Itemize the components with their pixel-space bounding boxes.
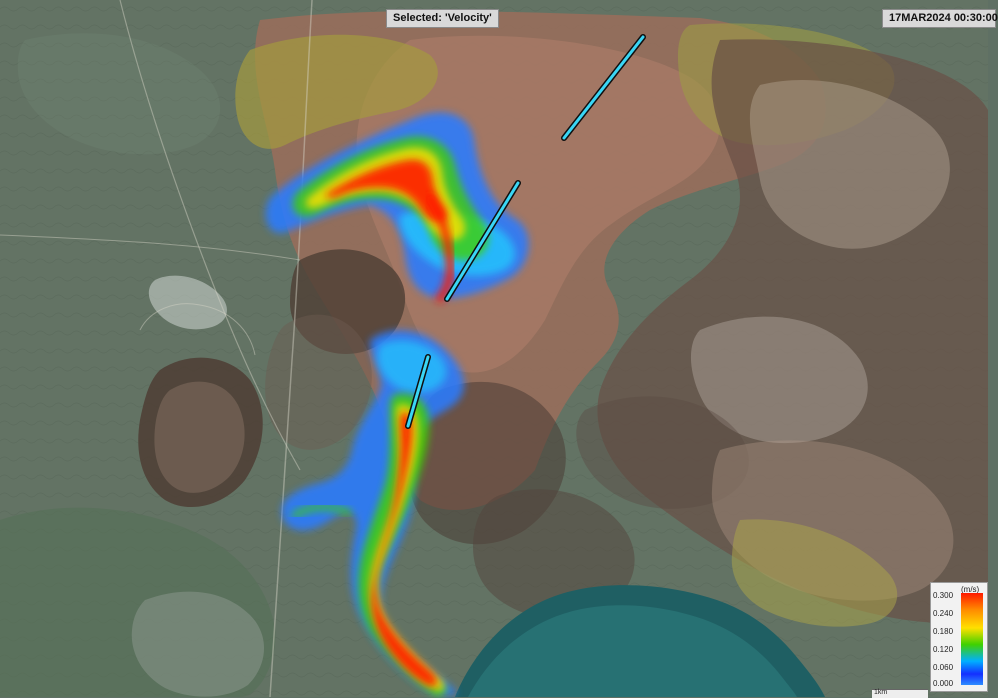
legend-label-120: 0.120 xyxy=(933,645,954,654)
legend-unit: (m/s) xyxy=(961,585,980,594)
selected-variable-label: Selected: 'Velocity' xyxy=(386,9,499,28)
fissure-line-south-highlight xyxy=(406,355,430,428)
velocity-flow-north xyxy=(265,112,529,303)
fissures xyxy=(405,34,646,429)
legend-label-000: 0.000 xyxy=(933,679,954,688)
velocity-legend[interactable]: (m/s) 0.300 0.240 0.180 0.120 0.060 0.00… xyxy=(930,582,988,692)
timestamp-label: 17MAR2024 00:30:00 xyxy=(882,9,998,28)
legend-label-240: 0.240 xyxy=(933,609,954,618)
scale-bar: 1km xyxy=(872,689,928,698)
legend-label-180: 0.180 xyxy=(933,627,954,636)
legend-label-060: 0.060 xyxy=(933,663,954,672)
road-lines xyxy=(0,0,313,698)
velocity-flow-south xyxy=(281,330,464,697)
scale-bar-label: 1km xyxy=(874,689,888,696)
sea-layer xyxy=(455,585,825,697)
legend-label-300: 0.300 xyxy=(933,591,954,600)
fissure-line-middle-highlight xyxy=(445,181,520,301)
legend-color-bar xyxy=(961,593,983,685)
fissure-line-north-highlight xyxy=(562,35,645,140)
